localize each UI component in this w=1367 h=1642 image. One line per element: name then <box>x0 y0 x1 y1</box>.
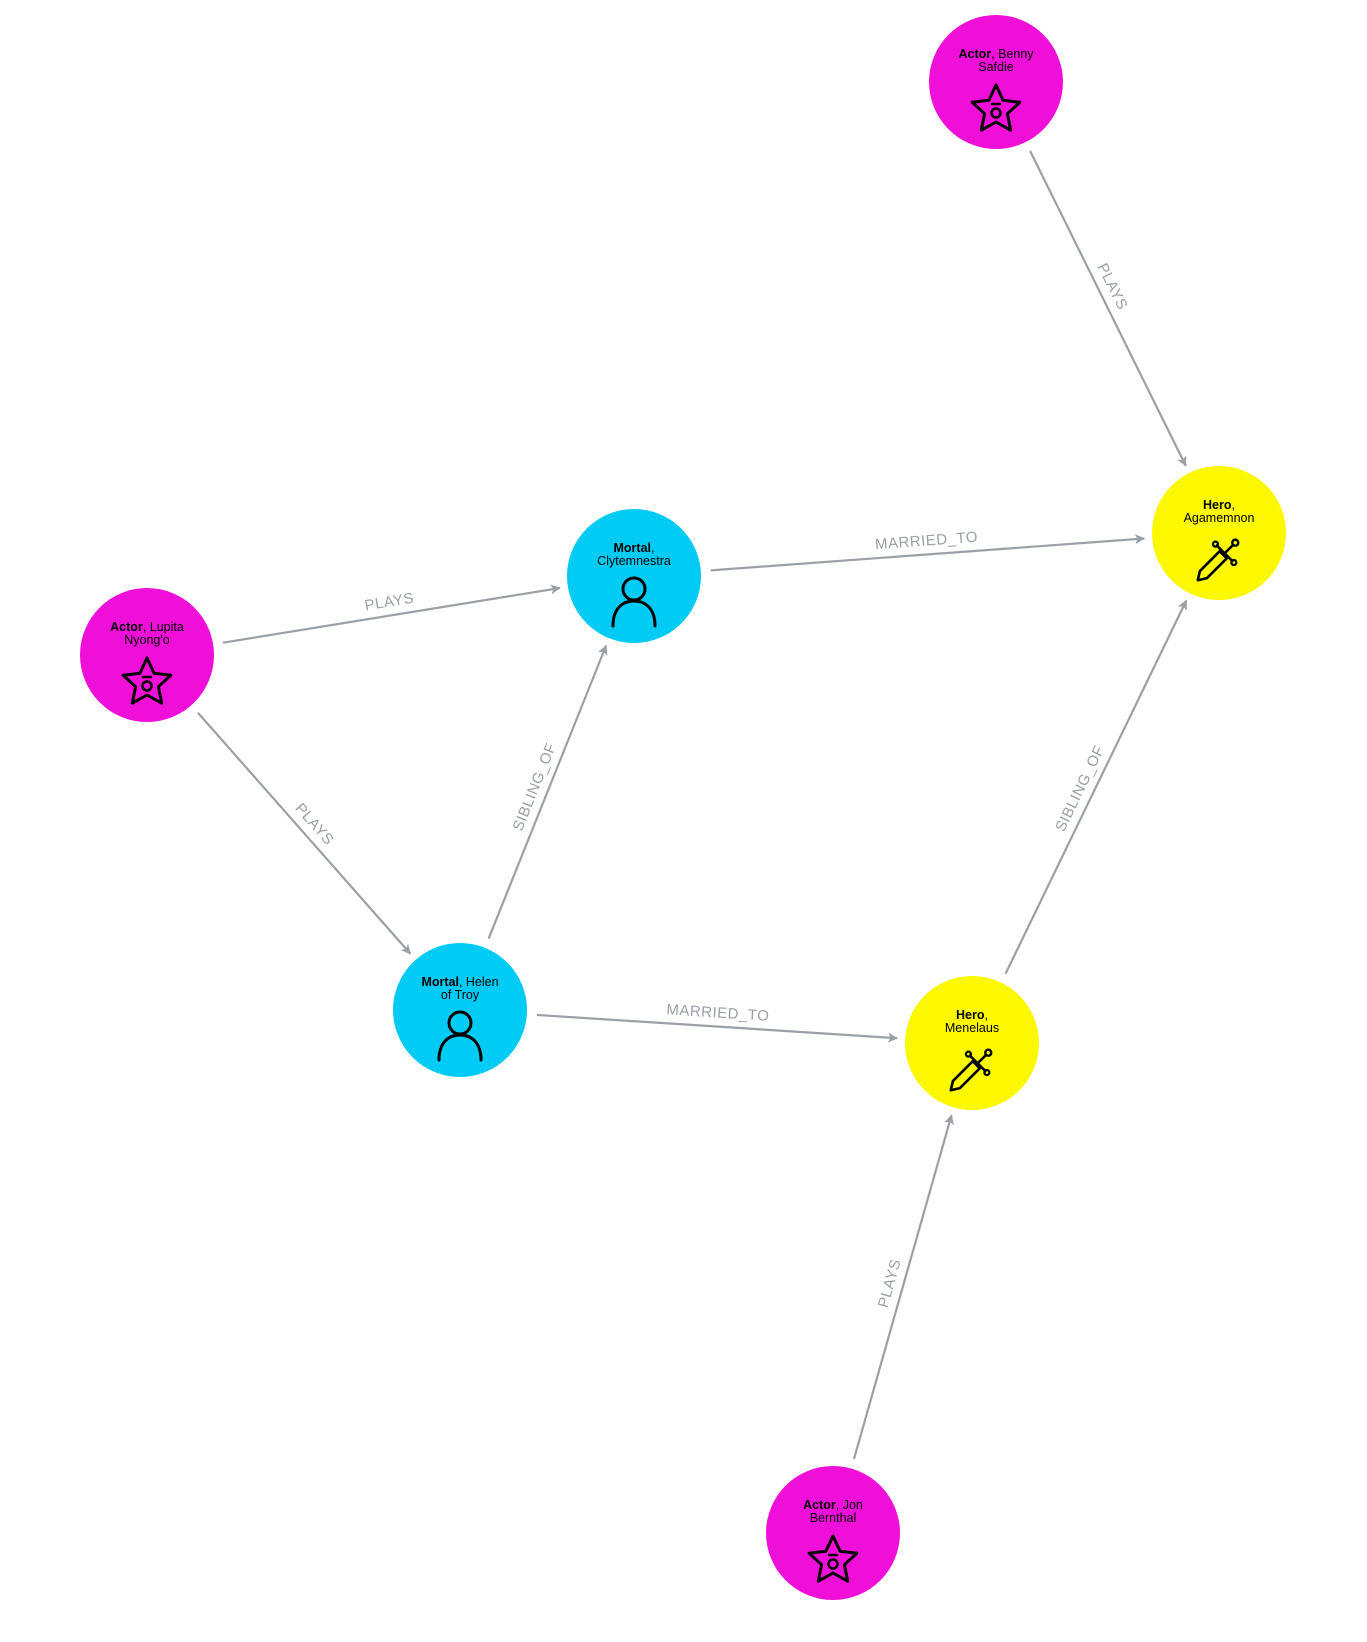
node-label: Hero <box>956 1008 985 1022</box>
node-name-line1: , Jon <box>836 1498 863 1512</box>
edge-arrow[interactable] <box>852 1114 954 1460</box>
edge-clyt-agam[interactable]: MARRIED_TO <box>710 529 1146 572</box>
edge-label: MARRIED_TO <box>666 1001 770 1025</box>
edge-benny-agam[interactable]: PLAYS <box>1029 150 1187 467</box>
node-name-line1: , <box>1232 498 1235 512</box>
edge-label: PLAYS <box>875 1257 905 1310</box>
node-caption: Hero,Menelaus <box>945 1008 999 1035</box>
node-name-line2: Clytemnestra <box>597 554 671 568</box>
node-label: Hero <box>1203 498 1232 512</box>
node-circle[interactable] <box>929 15 1063 149</box>
node-agam[interactable]: Hero,Agamemnon <box>1152 466 1286 600</box>
node-circle[interactable] <box>905 976 1039 1110</box>
node-name-line1: , Helen <box>459 975 499 989</box>
edge-label: PLAYS <box>1094 261 1131 313</box>
edge-arrow[interactable] <box>222 584 561 644</box>
edge-arrow[interactable] <box>487 644 608 939</box>
node-name-line2: Safdie <box>978 60 1013 74</box>
edge-label: PLAYS <box>291 800 337 849</box>
edge-label: MARRIED_TO <box>874 529 978 554</box>
edge-label: PLAYS <box>363 590 415 615</box>
node-name-line1: , <box>651 541 654 555</box>
node-label: Actor <box>958 47 991 61</box>
node-circle[interactable] <box>567 509 701 643</box>
person-icon <box>437 1010 483 1062</box>
node-caption: Hero,Agamemnon <box>1184 498 1255 525</box>
edge-lupita-helen[interactable]: PLAYS <box>197 712 412 955</box>
edge-label: SIBLING_OF <box>510 741 561 834</box>
node-name-line2: Bernthal <box>810 1511 857 1525</box>
star-icon <box>970 83 1022 132</box>
node-menel[interactable]: Hero,Menelaus <box>905 976 1039 1110</box>
edge-arrow[interactable] <box>197 712 412 955</box>
node-name-line2: of Troy <box>441 988 480 1002</box>
star-icon <box>121 656 173 705</box>
sword-icon <box>1196 538 1240 582</box>
node-name-line1: , <box>985 1008 988 1022</box>
node-circle[interactable] <box>393 943 527 1077</box>
node-circle[interactable] <box>80 588 214 722</box>
star-icon <box>807 1534 859 1583</box>
edge-helen-clyt[interactable]: SIBLING_OF <box>487 644 608 939</box>
node-name-line2: Agamemnon <box>1184 511 1255 525</box>
edge-lupita-clyt[interactable]: PLAYS <box>222 584 561 644</box>
node-name-line1: , Benny <box>991 47 1034 61</box>
edge-arrow[interactable] <box>1029 150 1187 467</box>
edge-arrow[interactable] <box>536 1013 898 1043</box>
edge-menel-agam[interactable]: SIBLING_OF <box>1004 599 1188 975</box>
node-label: Mortal <box>421 975 459 989</box>
node-name-line1: , Lupita <box>143 620 184 634</box>
edge-jon-menel[interactable]: PLAYS <box>852 1114 954 1460</box>
edge-helen-menel[interactable]: MARRIED_TO <box>536 1001 898 1043</box>
node-clyt[interactable]: Mortal,Clytemnestra <box>567 509 701 643</box>
node-name-line2: Menelaus <box>945 1021 999 1035</box>
node-label: Actor <box>110 620 143 634</box>
node-caption: Mortal,Clytemnestra <box>597 541 671 568</box>
node-label: Mortal <box>614 541 652 555</box>
person-icon <box>611 576 657 628</box>
edges-layer: PLAYS PLAYS PLAYS MARRIED_TO SIBLING_OF MARRI… <box>197 150 1188 1460</box>
node-name-line2: Nyong'o <box>124 633 170 647</box>
node-label: Actor <box>803 1498 836 1512</box>
node-circle[interactable] <box>1152 466 1286 600</box>
node-circle[interactable] <box>766 1466 900 1600</box>
edge-arrow[interactable] <box>710 534 1146 572</box>
edge-arrow[interactable] <box>1004 599 1188 975</box>
sword-icon <box>949 1048 993 1092</box>
